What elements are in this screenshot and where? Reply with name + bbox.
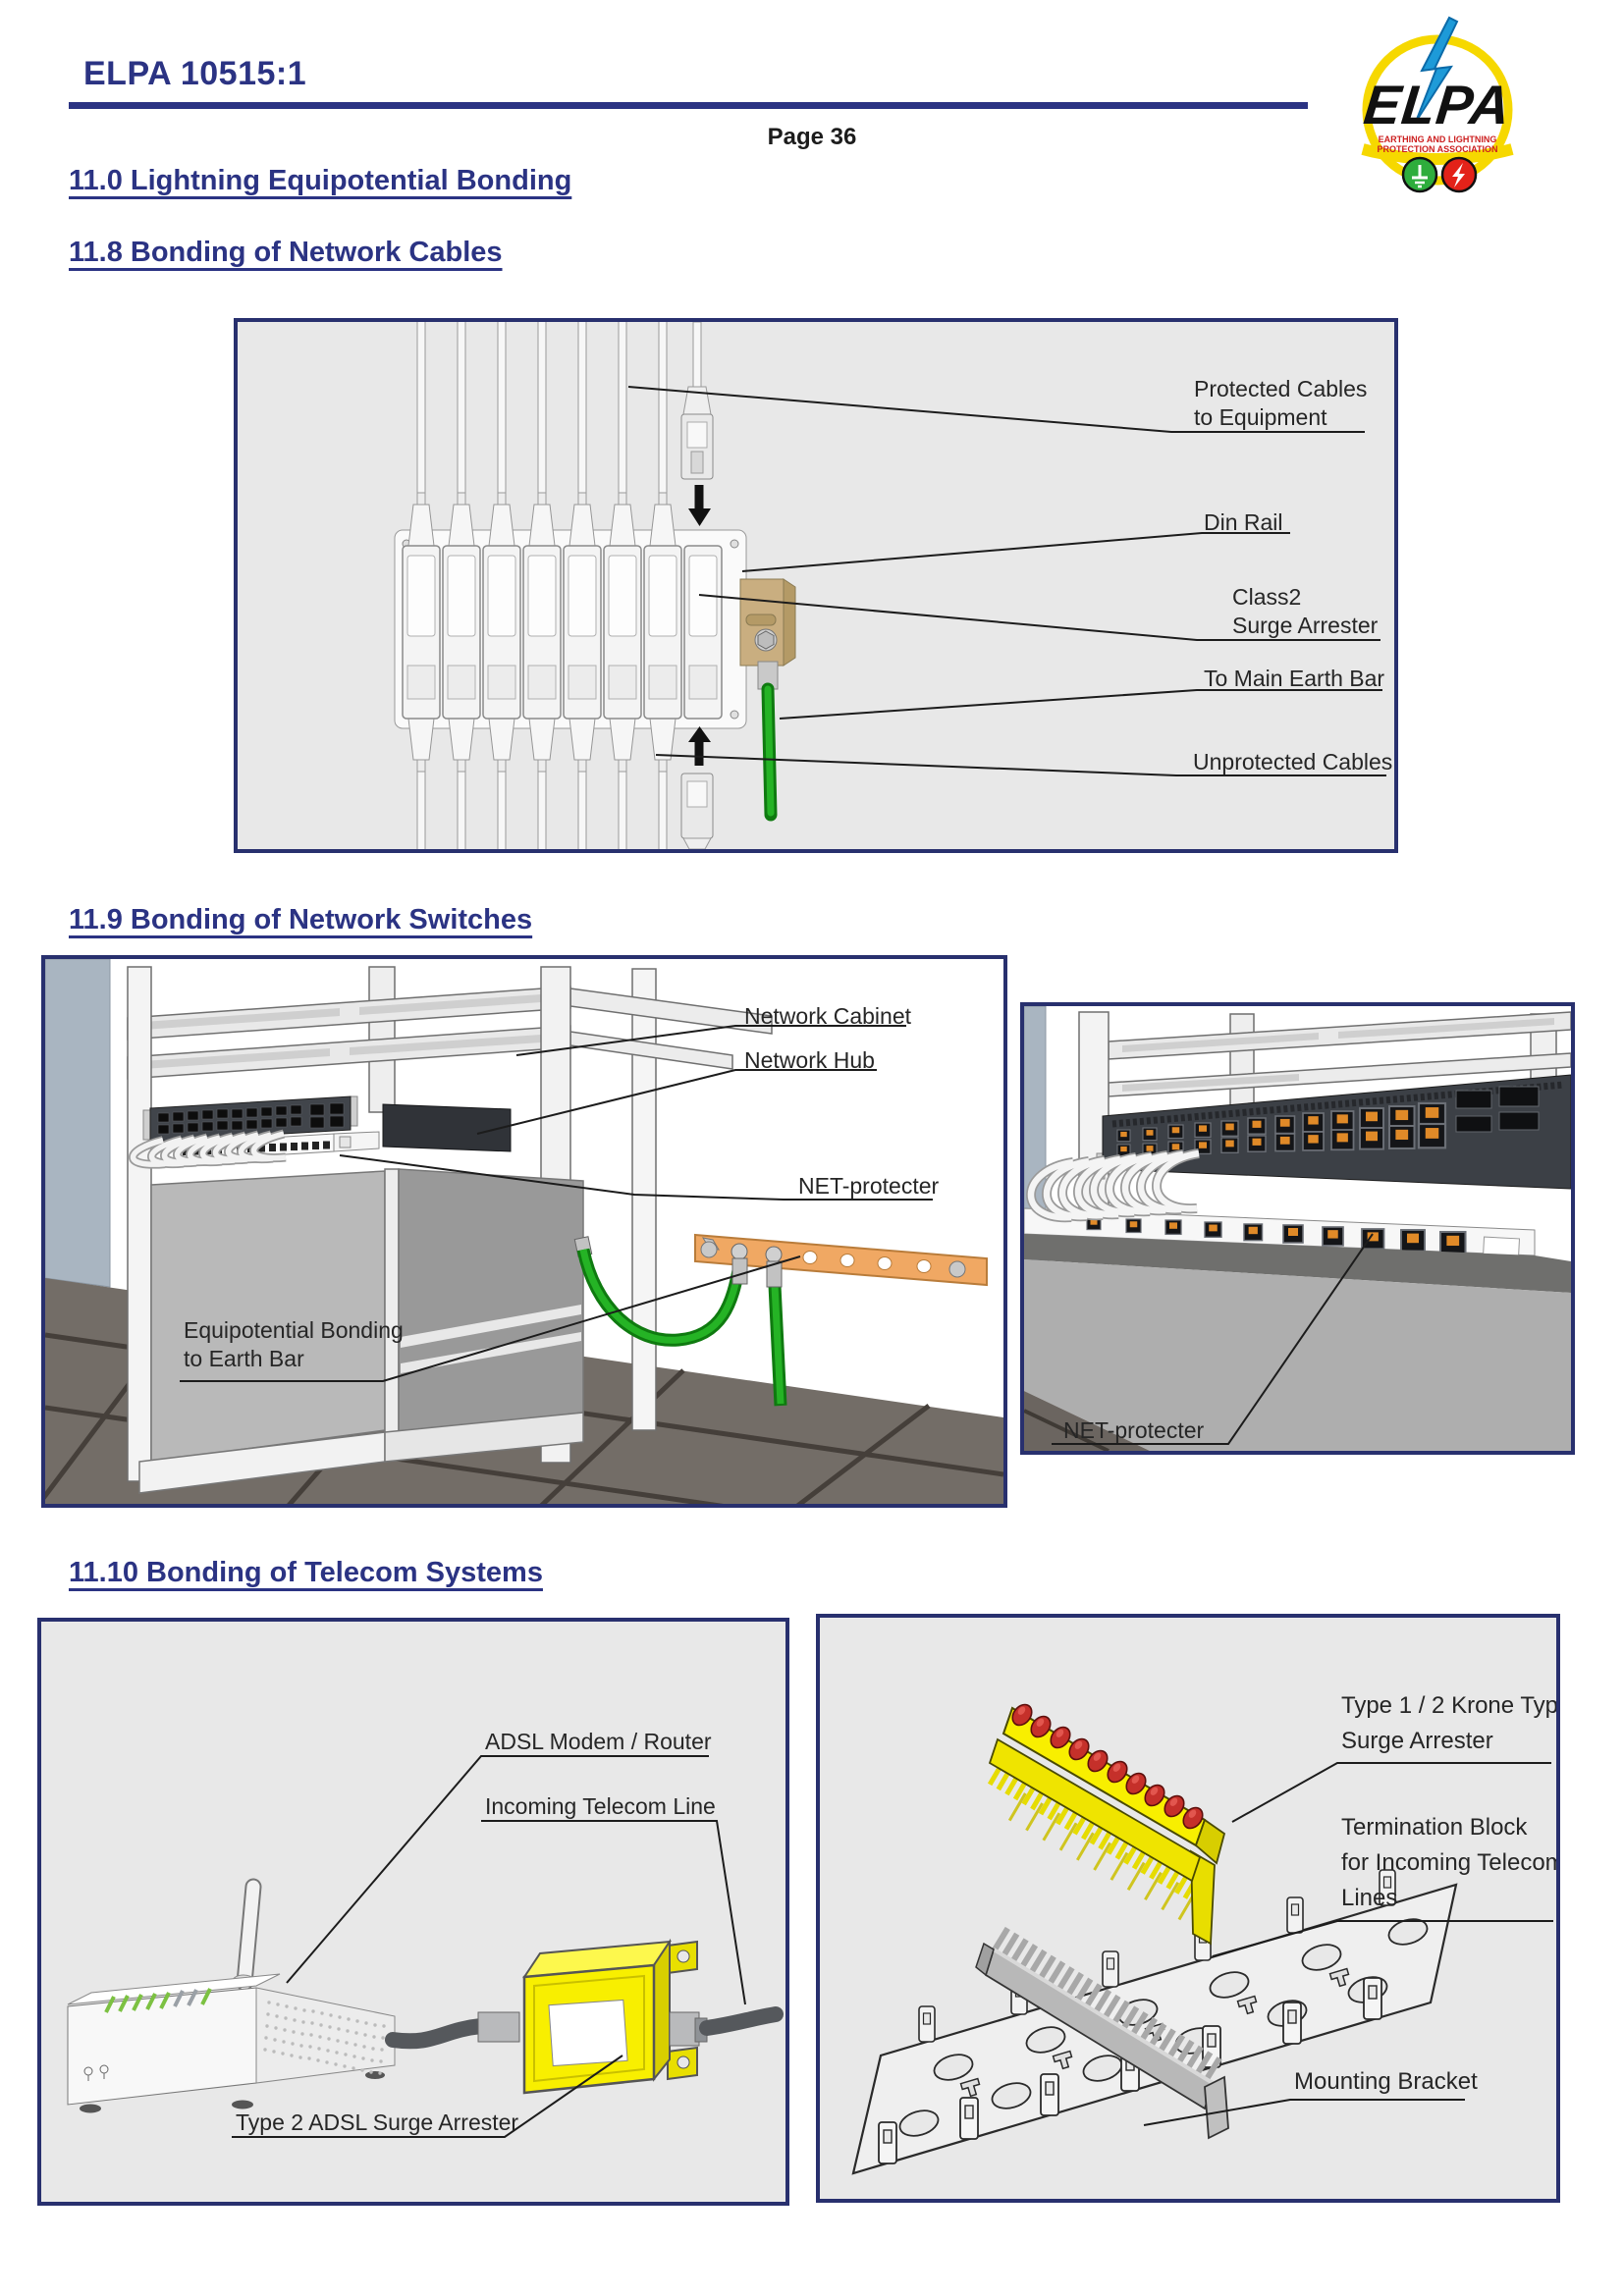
arrow-up-icon <box>688 726 711 766</box>
network-cables-illustration <box>394 322 1386 849</box>
antenna <box>232 1878 262 1992</box>
label-class2-surge-arrester: Class2 Surge Arrester <box>1232 584 1379 638</box>
network-switches-illustration <box>45 959 1003 1504</box>
label-network-cabinet: Network Cabinet <box>744 1003 912 1029</box>
label-krone-surge-arrester: Type 1 / 2 Krone Type Surge Arrester <box>1341 1692 1559 1754</box>
logo-tagline: EARTHING AND LIGHTNING PROTECTION ASSOCI… <box>1377 134 1498 154</box>
figure-telecom-modem: ADSL Modem / Router Incoming Telecom Lin… <box>37 1618 789 2206</box>
wps-icons <box>83 2064 109 2081</box>
adsl-modem-illustration <box>67 1755 784 2138</box>
label-network-hub: Network Hub <box>744 1047 875 1073</box>
leader-lines <box>180 1025 933 1382</box>
label-net-protecter-closeup: NET-protecter <box>1063 1417 1205 1443</box>
leader-line <box>1052 1233 1374 1445</box>
cabinet-panels <box>138 1168 584 1494</box>
earth-badge-icon <box>1401 156 1438 193</box>
krone-surge-arrester <box>987 1699 1226 1946</box>
switch-closeup-illustration <box>1024 1006 1571 1451</box>
label-termination-block: Termination Block for Incoming Telecom L… <box>1341 1814 1560 1911</box>
patch-cable-loops <box>129 1129 287 1169</box>
earth-bar <box>694 1233 988 1287</box>
heading-11-9: 11.9 Bonding of Network Switches <box>69 904 533 935</box>
elpa-logo: ELPA EARTHING AND LIGHTNING PROTECTION A… <box>1333 12 1549 200</box>
side-wall <box>45 959 111 1288</box>
earth-wire <box>757 661 779 822</box>
leader-lines <box>232 1755 746 2138</box>
label-adsl-modem-router: ADSL Modem / Router <box>485 1729 712 1754</box>
network-hub-device <box>382 1103 512 1152</box>
label-mounting-bracket: Mounting Bracket <box>1294 2068 1478 2095</box>
label-net-protecter: NET-protecter <box>798 1173 940 1199</box>
rj-plug <box>477 2011 520 2043</box>
lightning-badge-icon <box>1440 156 1478 193</box>
arrow-down-icon <box>688 485 711 526</box>
logo-brand-text: ELPA <box>1361 74 1514 135</box>
figure-network-switches-closeup: NET-protecter <box>1020 1002 1575 1455</box>
label-unprotected-cables: Unprotected Cables <box>1193 749 1393 774</box>
figure-network-switches-overview: Network Cabinet Network Hub NET-protecte… <box>41 955 1007 1508</box>
krone-illustration <box>851 1699 1553 2175</box>
shelf-shadow <box>1024 1234 1571 1293</box>
incoming-line-cable <box>699 2006 784 2036</box>
arrester-label-window <box>548 1999 628 2067</box>
green-earth-cables <box>573 1236 787 1407</box>
heading-11-8: 11.8 Bonding of Network Cables <box>69 237 503 268</box>
leader-lines <box>627 386 1386 776</box>
elpa-logo-art <box>1361 16 1514 193</box>
telephone-cable <box>385 2018 489 2050</box>
uplink-ports <box>1455 1086 1540 1133</box>
figure-network-cables: Protected Cables to Equipment Din Rail C… <box>234 318 1398 853</box>
network-switch <box>142 1095 358 1143</box>
label-protected-cables: Protected Cables to Equipment <box>1194 376 1368 430</box>
network-cabinet <box>127 966 773 1482</box>
label-to-main-earth-bar: To Main Earth Bar <box>1204 666 1385 691</box>
network-switch <box>1096 1074 1571 1190</box>
label-incoming-telecom-line: Incoming Telecom Line <box>485 1793 716 1819</box>
doc-code: ELPA 10515:1 <box>83 55 307 92</box>
leader-lines <box>1143 1762 1553 2126</box>
header-rule <box>69 102 1308 109</box>
rj45-connector-bottom <box>680 773 714 849</box>
heading-11-10: 11.10 Bonding of Telecom Systems <box>69 1557 543 1588</box>
cabinet-side-surface <box>1024 1259 1571 1451</box>
vent-holes <box>263 2001 386 2075</box>
page-number: Page 36 <box>767 124 857 150</box>
figure-telecom-krone: Type 1 / 2 Krone Type Surge Arrester Ter… <box>816 1614 1560 2203</box>
label-equipotential-bonding: Equipotential Bonding to Earth Bar <box>184 1317 404 1371</box>
lightning-bolt-icon <box>1415 16 1459 123</box>
type2-surge-arrester <box>522 1938 708 2095</box>
logo-swoosh <box>1361 143 1514 165</box>
adsl-modem <box>67 1878 396 2113</box>
rj45-connector-top <box>680 322 714 480</box>
status-leds <box>104 1988 212 2013</box>
label-type2-adsl-surge-arrester: Type 2 ADSL Surge Arrester <box>236 2109 519 2135</box>
patch-cable-loops <box>1026 1148 1200 1223</box>
heading-11-0: 11.0 Lightning Equipotential Bonding <box>69 165 572 196</box>
mounting-bracket <box>851 1869 1458 2175</box>
modem-side <box>255 1987 396 2084</box>
din-rail <box>739 578 796 667</box>
termination-block <box>975 1926 1229 2140</box>
label-din-rail: Din Rail <box>1204 509 1283 535</box>
